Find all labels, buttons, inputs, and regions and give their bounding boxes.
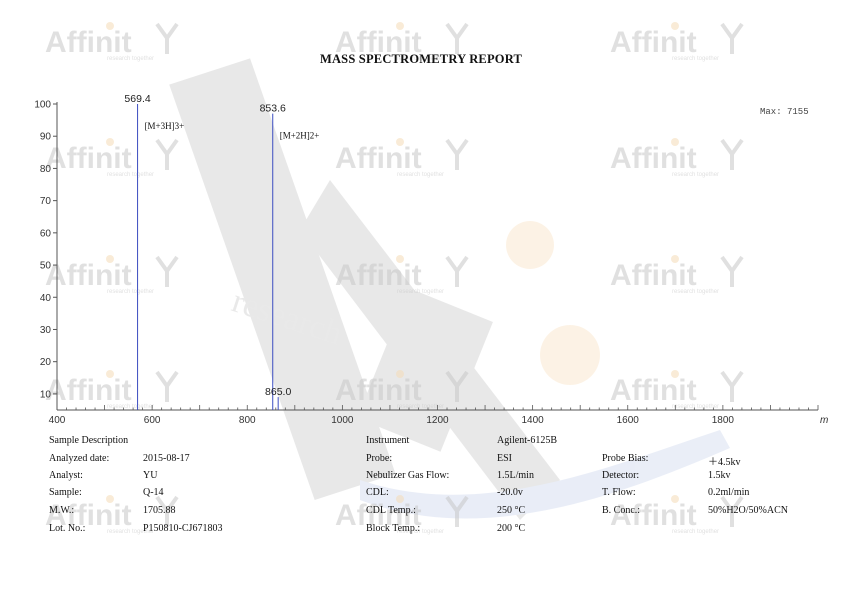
y-tick-label: 20	[40, 357, 52, 368]
y-tick-label: 80	[40, 164, 52, 175]
probe-bias-value: ＋4.5kv	[708, 457, 741, 468]
x-tick-label: 600	[144, 415, 161, 426]
cdl-label: CDL:	[366, 487, 389, 498]
watermark-dot	[106, 495, 114, 503]
peak-label: 569.4	[124, 93, 150, 105]
analyzed-date-value: 2015-08-17	[143, 453, 190, 464]
y-tick-label: 90	[40, 132, 52, 143]
detector-value: 1.5kv	[708, 470, 731, 481]
analyzed-date-label: Analyzed date:	[49, 453, 110, 464]
instrument-value: Agilent-6125B	[497, 435, 557, 446]
y-tick-label: 60	[40, 228, 52, 239]
peak-annotation: [M+3H]3+	[145, 121, 185, 131]
y-tick-label: 10	[40, 389, 52, 400]
watermark-y-mark	[445, 495, 469, 527]
sample-description-heading: Sample Description	[49, 435, 129, 446]
instrument-label: Instrument	[366, 435, 410, 446]
b-conc-value: 50%H2O/50%ACN	[708, 505, 788, 516]
report-title: MASS SPECTROMETRY REPORT	[319, 52, 523, 66]
mw-label: M.W.:	[49, 505, 75, 516]
cdl-temp-value: 250 °C	[497, 505, 526, 516]
x-tick-label: 1200	[426, 415, 449, 426]
y-tick-label: 100	[34, 100, 51, 111]
block-temp-label: Block Temp.:	[366, 523, 421, 534]
watermark-dot	[396, 495, 404, 503]
y-tick-label: 50	[40, 261, 52, 272]
detector-label: Detector:	[602, 470, 640, 481]
cdl-value: -20.0v	[497, 487, 523, 498]
y-tick-label: 70	[40, 196, 52, 207]
y-tick-label: 40	[40, 293, 52, 304]
t-flow-label: T. Flow:	[602, 487, 636, 498]
peak-annotation: [M+2H]2+	[280, 131, 320, 141]
watermark-dot	[671, 495, 679, 503]
nebulizer-label: Nebulizer Gas Flow:	[366, 470, 450, 481]
b-conc-label: B. Conc.:	[602, 505, 641, 516]
sample-value: Q-14	[143, 487, 164, 498]
x-tick-label: 800	[239, 415, 256, 426]
probe-value: ESI	[497, 453, 512, 464]
watermark-subtext: research together	[672, 529, 719, 535]
probe-label: Probe:	[366, 453, 393, 464]
peak-label: 853.6	[260, 103, 286, 115]
analyst-value: YU	[143, 470, 158, 481]
x-tick-label: 1800	[712, 415, 735, 426]
analyst-label: Analyst:	[49, 470, 83, 481]
cdl-temp-label: CDL Temp.:	[366, 505, 416, 516]
max-intensity-label: Max: 7155	[760, 107, 809, 117]
nebulizer-value: 1.5L/min	[497, 470, 534, 481]
mass-spectrum-chart: 10 20 30 40 50 60 70 80 90 100 400 600 800 1000 1200 14…	[34, 93, 828, 426]
x-tick-label: 1400	[522, 415, 545, 426]
sample-label: Sample:	[49, 487, 82, 498]
lot-value: P150810-CJ671803	[143, 523, 223, 534]
x-tick-label: 1000	[331, 415, 354, 426]
x-tick-label: 1600	[617, 415, 640, 426]
y-tick-label: 30	[40, 325, 52, 336]
x-tick-label: 400	[49, 415, 66, 426]
peak-label: 865.0	[265, 386, 291, 398]
probe-bias-label: Probe Bias:	[602, 453, 649, 464]
t-flow-value: 0.2ml/min	[708, 487, 750, 498]
x-axis-end-label: m	[820, 415, 828, 426]
lot-label: Lot. No.:	[49, 523, 86, 534]
block-temp-value: 200 °C	[497, 523, 526, 534]
mw-value: 1705.88	[143, 505, 176, 516]
